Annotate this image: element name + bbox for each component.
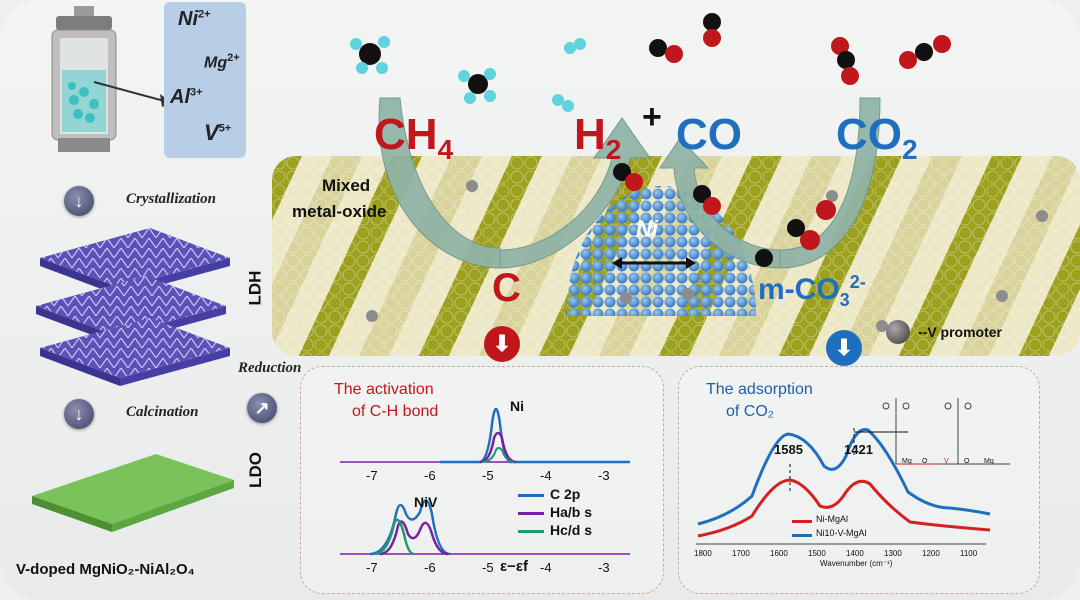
mixed-oxide-label-2: metal-oxide [292,202,387,221]
ion-ni: Ni2+ [178,8,211,30]
legend-swatch [518,494,544,497]
precursor-ions-box: Ni2+ Mg2+ Al3+ V5+ [164,2,246,158]
ir-x-axis-label: Wavenumber (cm⁻¹) [820,559,893,568]
ir-spectrum-plot [696,398,1010,545]
tick-label: 1400 [846,549,864,558]
tick-label: 1500 [808,549,826,558]
v-promoter-label: --V promoter [918,324,1002,340]
tick-label: 1800 [694,549,712,558]
tick-label: -3 [598,468,610,483]
structure-atom: O [922,458,928,465]
structure-atom: Mg [902,458,912,465]
v-promoter-icon [886,320,910,344]
panel-title-line-1: The activation [334,381,434,398]
diagonal-arrow-icon: ↗ [247,393,277,423]
down-arrow-icon: ⬇ [484,326,520,362]
legend-label: C 2p [550,486,581,502]
step-crystallization: Crystallization [126,191,217,207]
carbon-label: C [492,266,521,310]
panel-title-line-1: The adsorption [706,381,813,398]
ldo-sheet-image [32,454,234,532]
autoclave-icon [51,6,117,152]
ldh-layers-image [36,228,230,386]
niv-curve-label: NiV [414,494,438,510]
tick-label: -4 [540,468,552,483]
plus-sign: + [642,98,662,136]
ion-mg: Mg2+ [204,52,240,72]
double-arrow-icon [612,257,696,269]
ch4-label: CH4 [374,110,454,165]
structure-atom: Mg [984,458,994,465]
panel-title-line-2: of C-H bond [352,403,439,420]
tick-label: -7 [366,560,378,575]
legend-swatch [518,512,544,515]
ldh-label: LDH [245,270,265,306]
legend-swatch [792,534,812,537]
structure-atom: V [944,458,949,465]
step-calcination: Calcination [126,404,199,420]
down-arrow-icon: ↓ [64,186,94,216]
adsorbate-molecules [613,163,836,267]
legend-label: Ni10-V-MgAl [816,528,867,538]
tick-label: 1600 [770,549,788,558]
catalyst-name: V-doped MgNiO₂-NiAl₂O₄ [16,561,195,578]
tick-label: -5 [482,560,494,575]
ch-activation-panel [300,366,664,594]
panel-title-line-2: of CO₂ [726,403,774,420]
co-label: CO [676,110,742,159]
tick-label: 1100 [960,549,978,558]
tick-label: -6 [424,468,436,483]
dos-plot [340,407,630,556]
peak-label-1585: 1585 [774,442,803,457]
tick-label: -6 [424,560,436,575]
tick-label: -3 [598,560,610,575]
dos-x-axis-label: ε−εf [500,558,528,575]
legend-swatch [518,530,544,533]
down-arrow-icon: ⬇ [826,330,862,366]
structure-atom: O [964,458,970,465]
tick-label: -5 [482,468,494,483]
legend-label: Hc/d s [550,522,593,538]
legend-label: Ni-MgAl [816,514,849,524]
legend-label: Ha/b s [550,504,593,520]
h2-label: H2 [574,110,622,165]
ion-v: V5+ [204,120,232,145]
gas-molecules [350,13,951,112]
peak-label-1421: 1421 [844,442,873,457]
ni-particle-label: Ni [636,216,658,241]
tick-label: -7 [366,468,378,483]
tick-label: 1300 [884,549,902,558]
down-arrow-icon: ↓ [64,399,94,429]
tick-label: -4 [540,560,552,575]
ion-al: Al3+ [170,86,203,108]
co2-label: CO2 [836,110,918,165]
ldo-label: LDO [245,452,265,488]
legend-swatch [792,520,812,523]
tick-label: 1200 [922,549,940,558]
tick-label: 1700 [732,549,750,558]
mco3-label: m-CO32- [758,272,866,310]
mixed-oxide-label-1: Mixed [322,176,371,195]
step-reduction: Reduction [238,360,302,376]
co2-adsorption-panel [678,366,1040,594]
ni-curve-label: Ni [510,398,524,414]
